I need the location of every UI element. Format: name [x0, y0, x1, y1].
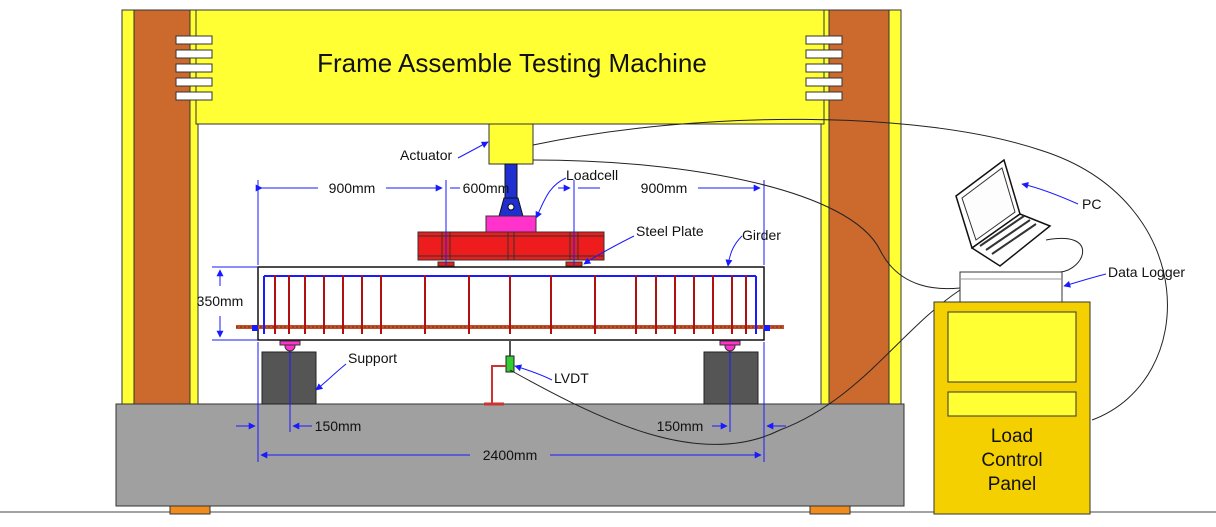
cables [509, 118, 1168, 445]
label-girder: Girder [742, 227, 781, 243]
right-support [703, 340, 759, 405]
dim-middle-span: 600mm [463, 180, 510, 196]
data-logger [959, 271, 1063, 303]
loadcell [485, 215, 537, 234]
girder [236, 266, 784, 341]
arrow-data-logger [1063, 273, 1107, 288]
left-support [261, 340, 317, 405]
steel-plate [417, 231, 605, 267]
label-data-logger: Data Logger [1108, 264, 1185, 280]
arrow-steel-plate [583, 235, 635, 265]
left-column [121, 9, 199, 407]
right-column [820, 9, 902, 407]
panel-label-line1: Load [991, 426, 1033, 447]
label-support: Support [348, 350, 397, 366]
dim-right-overhang: 150mm [657, 418, 704, 434]
height-dimension [212, 266, 258, 341]
machine-base [115, 403, 905, 507]
left-bolts [175, 35, 213, 101]
arrow-loadcell [535, 177, 567, 219]
dim-height: 350mm [197, 293, 244, 309]
frame-title: Frame Assemble Testing Machine [317, 48, 707, 78]
arrow-pc [1021, 181, 1079, 205]
actuator-body [488, 123, 534, 165]
bottom-dimensions [236, 342, 786, 462]
label-actuator: Actuator [400, 147, 452, 163]
panel-label-line3: Panel [988, 474, 1037, 495]
panel-label-line2: Control [981, 450, 1042, 471]
dim-left-overhang: 150mm [315, 418, 362, 434]
load-control-panel [933, 301, 1091, 515]
label-loadcell: Loadcell [566, 167, 618, 183]
dim-right-span: 900mm [641, 180, 688, 196]
arrow-support [315, 363, 347, 391]
right-bolts [805, 35, 843, 101]
arrow-girder [725, 235, 743, 267]
lvdt [484, 340, 515, 406]
arrow-lvdt [514, 364, 553, 381]
frame-crossbeam [195, 9, 825, 125]
label-steel-plate: Steel Plate [636, 223, 704, 239]
arrow-actuator [457, 141, 489, 159]
label-pc: PC [1082, 196, 1101, 212]
dim-total-length: 2400mm [483, 447, 537, 463]
dim-left-span: 900mm [329, 180, 376, 196]
label-lvdt: LVDT [554, 370, 589, 386]
pc-laptop [955, 158, 1052, 267]
top-dimensions [255, 180, 765, 265]
